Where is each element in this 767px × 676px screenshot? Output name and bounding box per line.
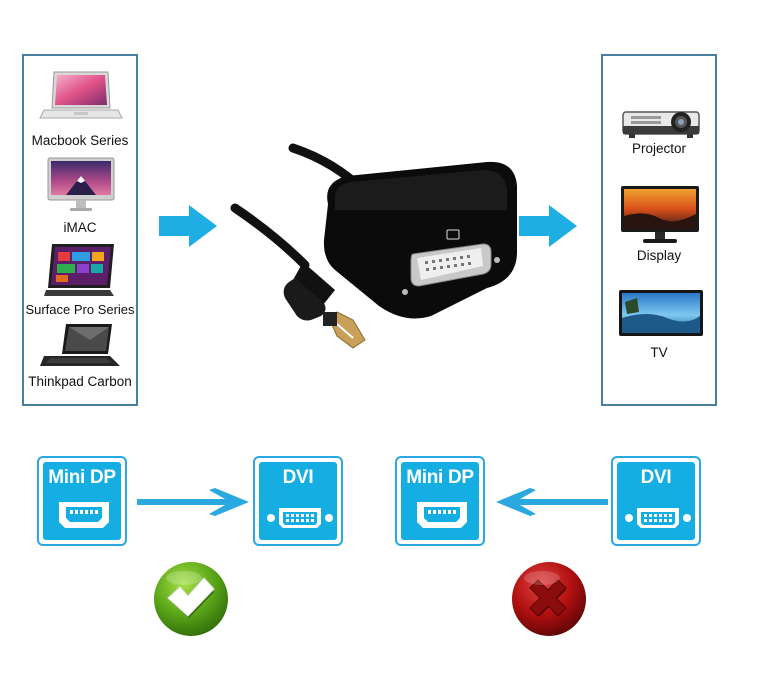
output-label-projector: Projector bbox=[631, 141, 687, 156]
compat-left-source-label: Mini DP bbox=[48, 467, 116, 488]
output-devices-panel: Projector Display TV bbox=[601, 54, 717, 406]
imac-monitor-icon bbox=[47, 157, 115, 211]
dvi-port-icon bbox=[625, 508, 691, 528]
green-check-icon bbox=[154, 562, 228, 636]
compat-left-target-label: DVI bbox=[282, 467, 314, 488]
projector-icon bbox=[622, 111, 700, 138]
mini-dp-port-icon bbox=[417, 502, 467, 528]
compat-right-arrow-icon bbox=[496, 488, 608, 516]
compat-left-source-tile: Mini DP bbox=[37, 456, 127, 546]
input-flow-arrow-icon bbox=[159, 205, 217, 247]
display-monitor-icon bbox=[621, 186, 699, 243]
source-label-macbook: Macbook Series bbox=[31, 133, 129, 148]
output-label-tv: TV bbox=[650, 345, 668, 360]
compat-right-target-tile: Mini DP bbox=[395, 456, 485, 546]
source-label-imac: iMAC bbox=[63, 220, 97, 235]
compat-right-source-label: DVI bbox=[640, 467, 672, 488]
red-x-icon bbox=[512, 562, 586, 636]
mini-dp-to-dvi-adapter-icon bbox=[230, 143, 517, 349]
output-label-display: Display bbox=[636, 248, 682, 263]
compat-right-target-label: Mini DP bbox=[406, 467, 474, 488]
dvi-port-icon bbox=[267, 508, 333, 528]
compat-left-target-tile: DVI bbox=[253, 456, 343, 546]
mini-dp-port-icon bbox=[59, 502, 109, 528]
compat-left-arrow-icon bbox=[137, 488, 249, 516]
source-label-surface: Surface Pro Series bbox=[25, 302, 135, 317]
source-label-thinkpad: Thinkpad Carbon bbox=[28, 374, 132, 389]
compat-right-source-tile: DVI bbox=[611, 456, 701, 546]
output-flow-arrow-icon bbox=[519, 205, 577, 247]
source-devices-panel: Macbook Series iMAC Surface Pro Series bbox=[22, 54, 138, 406]
macbook-laptop-icon bbox=[39, 71, 123, 119]
surface-tablet-icon bbox=[44, 244, 114, 296]
thinkpad-laptop-icon bbox=[40, 324, 120, 366]
tv-icon bbox=[619, 290, 703, 336]
